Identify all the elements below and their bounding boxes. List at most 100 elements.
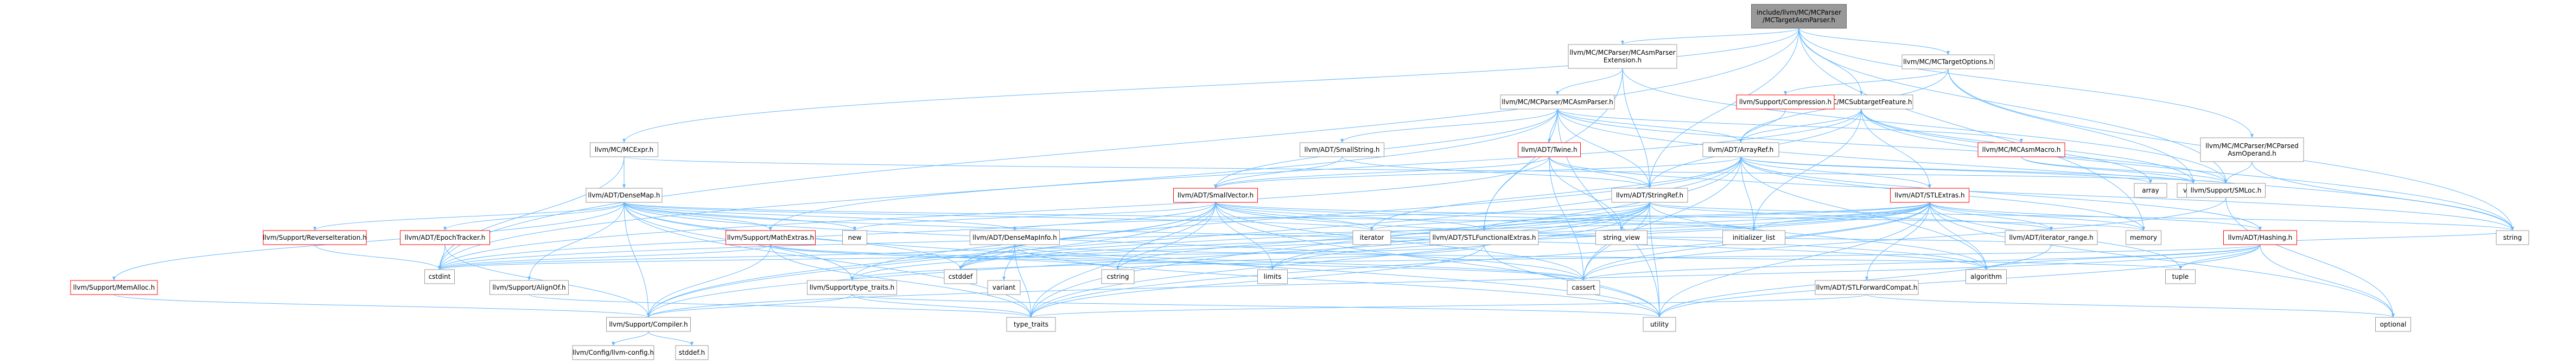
node-memory[interactable]: memory <box>2126 230 2161 245</box>
node-new[interactable]: new <box>842 230 867 245</box>
edge-mathextras-to-compiler <box>648 244 771 318</box>
node-box <box>1173 188 1258 203</box>
node-cstring[interactable]: cstring <box>1101 269 1135 284</box>
edge-arrayref-to-algorithm <box>1740 156 1987 270</box>
node-tuple[interactable]: tuple <box>2165 269 2196 284</box>
arrowhead-stlextras-to-hashing <box>2259 227 2262 231</box>
node-box <box>489 280 569 295</box>
node-mcexpr[interactable]: llvm/MC/MCExpr.h <box>590 142 658 157</box>
edge-alignof-to-type_traits <box>529 294 1032 318</box>
node-cstdint[interactable]: cstdint <box>424 269 455 284</box>
node-mathextras[interactable]: llvm/Support/MathExtras.h <box>726 230 816 245</box>
node-optional[interactable]: optional <box>2375 317 2411 332</box>
node-label: array <box>2142 187 2159 194</box>
edge-arrayref-to-iterator <box>1371 156 1741 231</box>
node-mcasmmacro[interactable]: llvm/MC/MCAsmMacro.h <box>1977 142 2065 157</box>
node-densemapinfo[interactable]: llvm/ADT/DenseMapInfo.h <box>970 230 1060 245</box>
node-algorithm[interactable]: algorithm <box>1966 269 2007 284</box>
node-box <box>590 142 658 157</box>
node-smallvector[interactable]: llvm/ADT/SmallVector.h <box>1173 188 1258 203</box>
edge-smallvector-to-compiler <box>648 202 1216 318</box>
arrowhead-smallvector-to-new <box>853 227 856 231</box>
edge-smallvector-to-cstddef <box>960 202 1216 270</box>
node-box <box>2134 183 2167 198</box>
node-box <box>970 230 1060 245</box>
edge-stlfunctional-to-typetraits_llvm <box>851 244 1485 281</box>
node-compression[interactable]: llvm/Support/Compression.h <box>1736 94 1835 110</box>
node-stlfunctional[interactable]: llvm/ADT/STLFunctionalExtras.h <box>1429 230 1539 245</box>
node-smallstring[interactable]: llvm/ADT/SmallString.h <box>1300 142 1384 157</box>
node-string_view[interactable]: string_view <box>1595 230 1648 245</box>
header-nodes: include/llvm/MC/MCParser/MCTargetAsmPars… <box>70 4 2529 360</box>
edge-densemapinfo-to-tuple <box>1014 244 2181 270</box>
node-type_traits[interactable]: type_traits <box>1006 317 1056 332</box>
node-box <box>1101 269 1135 284</box>
node-label: utility <box>1650 321 1669 328</box>
node-label: algorithm <box>1970 273 2002 280</box>
node-stringref[interactable]: llvm/ADT/StringRef.h <box>1611 188 1688 203</box>
node-typetraits_llvm[interactable]: llvm/Support/type_traits.h <box>807 280 897 295</box>
arrowhead-stlextras-to-memory <box>2142 227 2145 231</box>
node-box <box>726 230 816 245</box>
node-alignof[interactable]: llvm/Support/AlignOf.h <box>489 280 569 295</box>
arrowhead-arrayref-to-smallvector <box>1214 184 1217 188</box>
edge-root-to-mctargetoptions <box>1798 28 1949 55</box>
node-array[interactable]: array <box>2134 183 2167 198</box>
edge-mcasmmacro-to-smloc <box>2021 156 2227 184</box>
node-stlforwardcompat[interactable]: llvm/ADT/STLForwardCompat.h <box>1815 280 1919 295</box>
node-label: include/llvm/MC/MCParser <box>1757 9 1841 16</box>
edge-memalloc-to-compiler <box>113 294 649 318</box>
edge-mcasmparser-to-smallvector <box>1215 108 1558 189</box>
node-label: llvm/MC/MCParser/MCParsed <box>2205 142 2299 150</box>
edge-densemapinfo-to-variant <box>1003 244 1015 281</box>
edge-arrayref-to-stlextras <box>1740 156 1930 189</box>
node-arrayref[interactable]: llvm/ADT/ArrayRef.h <box>1702 142 1779 157</box>
node-label: cstddef <box>949 273 973 280</box>
node-label: llvm/MC/MCSubtargetFeature.h <box>1810 98 1912 106</box>
node-hashing[interactable]: llvm/ADT/Hashing.h <box>2223 230 2297 245</box>
node-initializer_list[interactable]: initializer_list <box>1722 230 1785 245</box>
edge-densemap-to-memalloc <box>113 202 625 281</box>
node-label: type_traits <box>1014 321 1048 328</box>
node-reverseiteration[interactable]: llvm/Support/ReverseIteration.h <box>263 230 367 245</box>
edge-densemapinfo-to-type_traits <box>1014 244 1032 318</box>
node-string[interactable]: string <box>2496 230 2529 245</box>
node-cstddef[interactable]: cstddef <box>944 269 977 284</box>
arrowhead-arrayref-to-stlextras <box>1928 184 1931 188</box>
node-config[interactable]: llvm/Config/llvm-config.h <box>572 345 654 360</box>
node-compiler[interactable]: llvm/Support/Compiler.h <box>606 317 691 332</box>
arrowhead-stringref-to-densemapinfo <box>1013 227 1016 231</box>
node-stlextras[interactable]: llvm/ADT/STLExtras.h <box>1890 188 1969 203</box>
node-box <box>1006 317 1056 332</box>
edge-root-to-mcsubtarget <box>1798 28 1862 95</box>
node-limits[interactable]: limits <box>1257 269 1288 284</box>
node-stddef[interactable]: stddef.h <box>675 345 709 360</box>
node-box <box>2186 183 2266 198</box>
node-mcasmparser[interactable]: llvm/MC/MCParser/MCAsmParser.h <box>1500 94 1615 110</box>
node-box <box>2126 230 2161 245</box>
node-iterator[interactable]: iterator <box>1352 230 1391 245</box>
arrowhead-mcasmmacro-to-vector <box>2192 180 2195 183</box>
arrowhead-stlextras-to-stlforwardcompat <box>1865 277 1868 280</box>
node-twine[interactable]: llvm/ADT/Twine.h <box>1518 142 1581 157</box>
edge-smallstring-to-smallvector <box>1215 156 1343 189</box>
node-iteratorrange[interactable]: llvm/ADT/iterator_range.h <box>2005 230 2098 245</box>
node-smloc[interactable]: llvm/Support/SMLoc.h <box>2186 183 2266 198</box>
node-epochtracker[interactable]: llvm/ADT/EpochTracker.h <box>400 230 490 245</box>
edge-root-to-stringref <box>1649 28 1799 189</box>
node-densemap[interactable]: llvm/ADT/DenseMap.h <box>586 188 663 203</box>
node-box <box>1611 188 1688 203</box>
node-cassert[interactable]: cassert <box>1567 280 1600 295</box>
node-utility[interactable]: utility <box>1643 317 1676 332</box>
node-mctargetoptions[interactable]: llvm/MC/MCTargetOptions.h <box>1901 54 1995 69</box>
arrowhead-hashing-to-algorithm <box>1985 266 1988 270</box>
node-root[interactable]: include/llvm/MC/MCParser/MCTargetAsmPars… <box>1751 4 1847 29</box>
node-memalloc[interactable]: llvm/Support/MemAlloc.h <box>70 280 158 295</box>
edge-mcparsedoperand-to-string <box>2251 161 2513 231</box>
arrowhead-mcasmparser-to-mcasmmacro <box>2020 139 2023 143</box>
node-label: llvm/ADT/DenseMapInfo.h <box>972 234 1057 241</box>
node-label: llvm/MC/MCExpr.h <box>595 146 654 154</box>
node-variant[interactable]: variant <box>987 280 1021 295</box>
